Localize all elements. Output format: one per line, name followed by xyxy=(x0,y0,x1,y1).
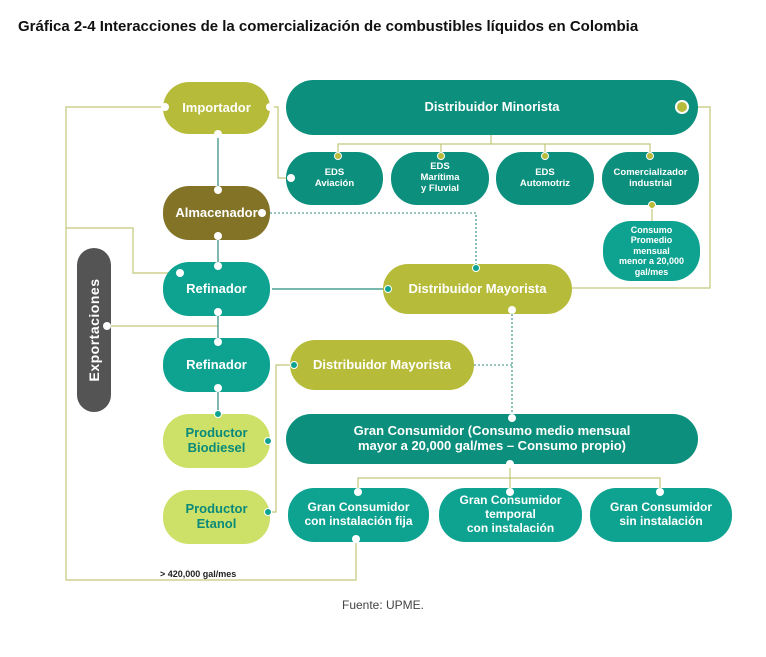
connector-dot xyxy=(264,437,272,445)
connector-dot xyxy=(508,306,516,314)
node-eds-maritima: EDS Marítima y Fluvial xyxy=(391,152,489,205)
connector-dot xyxy=(103,322,111,330)
node-productor-etanol: Productor Etanol xyxy=(163,490,270,544)
node-eds-aviacion: EDS Aviación xyxy=(286,152,383,205)
node-comercializador-industrial: Comercializador industrial xyxy=(602,152,699,205)
connector-dot xyxy=(214,232,222,240)
node-gran-consumidor-temporal: Gran Consumidor temporal con instalación xyxy=(439,488,582,542)
node-distribuidor-mayorista-1: Distribuidor Mayorista xyxy=(383,264,572,314)
connector-dot xyxy=(214,308,222,316)
connector-dot xyxy=(656,488,664,496)
connector-dot xyxy=(266,103,274,111)
diagram-title: Gráfica 2-4 Interacciones de la comercia… xyxy=(18,18,639,35)
node-refinador-2: Refinador xyxy=(163,338,270,392)
connector-dot xyxy=(214,130,222,138)
node-eds-automotriz: EDS Automotriz xyxy=(496,152,594,205)
connector-dot xyxy=(675,100,689,114)
node-importador: Importador xyxy=(163,82,270,134)
connector-dot xyxy=(506,460,514,468)
connector-dot xyxy=(214,384,222,392)
node-distribuidor-mayorista-2: Distribuidor Mayorista xyxy=(290,340,474,390)
connector-dot xyxy=(214,262,222,270)
connector-dot xyxy=(258,209,266,217)
connector-dot xyxy=(646,152,654,160)
source-caption: Fuente: UPME. xyxy=(341,598,425,612)
node-exportaciones: Exportaciones xyxy=(77,248,111,412)
connector-dot xyxy=(352,535,360,543)
connector-dot xyxy=(290,361,298,369)
connector-dot xyxy=(214,186,222,194)
exportaciones-label: Exportaciones xyxy=(86,278,102,382)
connector-dot xyxy=(506,488,514,496)
node-productor-biodiesel: Productor Biodiesel xyxy=(163,414,270,468)
node-gran-consumidor-fija: Gran Consumidor con instalación fija xyxy=(288,488,429,542)
connector-dot xyxy=(541,152,549,160)
connector-dot xyxy=(264,508,272,516)
connector-dot xyxy=(472,264,480,272)
threshold-note: > 420,000 gal/mes xyxy=(160,569,237,579)
connector-dot xyxy=(287,174,295,182)
node-consumo-promedio: Consumo Promedio mensual menor a 20,000 … xyxy=(603,221,700,281)
connector-dot xyxy=(176,269,184,277)
connector-dot xyxy=(508,414,516,422)
connector-dot xyxy=(648,201,656,209)
connector-dot xyxy=(354,488,362,496)
connector-dot xyxy=(161,103,169,111)
connector-dot xyxy=(334,152,342,160)
node-gran-consumidor: Gran Consumidor (Consumo medio mensual m… xyxy=(286,414,698,464)
node-almacenador: Almacenador xyxy=(163,186,270,240)
node-distribuidor-minorista: Distribuidor Minorista xyxy=(286,80,698,135)
node-gran-consumidor-sin: Gran Consumidor sin instalación xyxy=(590,488,732,542)
connector-dot xyxy=(437,152,445,160)
connector-dot xyxy=(214,338,222,346)
connector-dot xyxy=(214,410,222,418)
connector-dot xyxy=(384,285,392,293)
